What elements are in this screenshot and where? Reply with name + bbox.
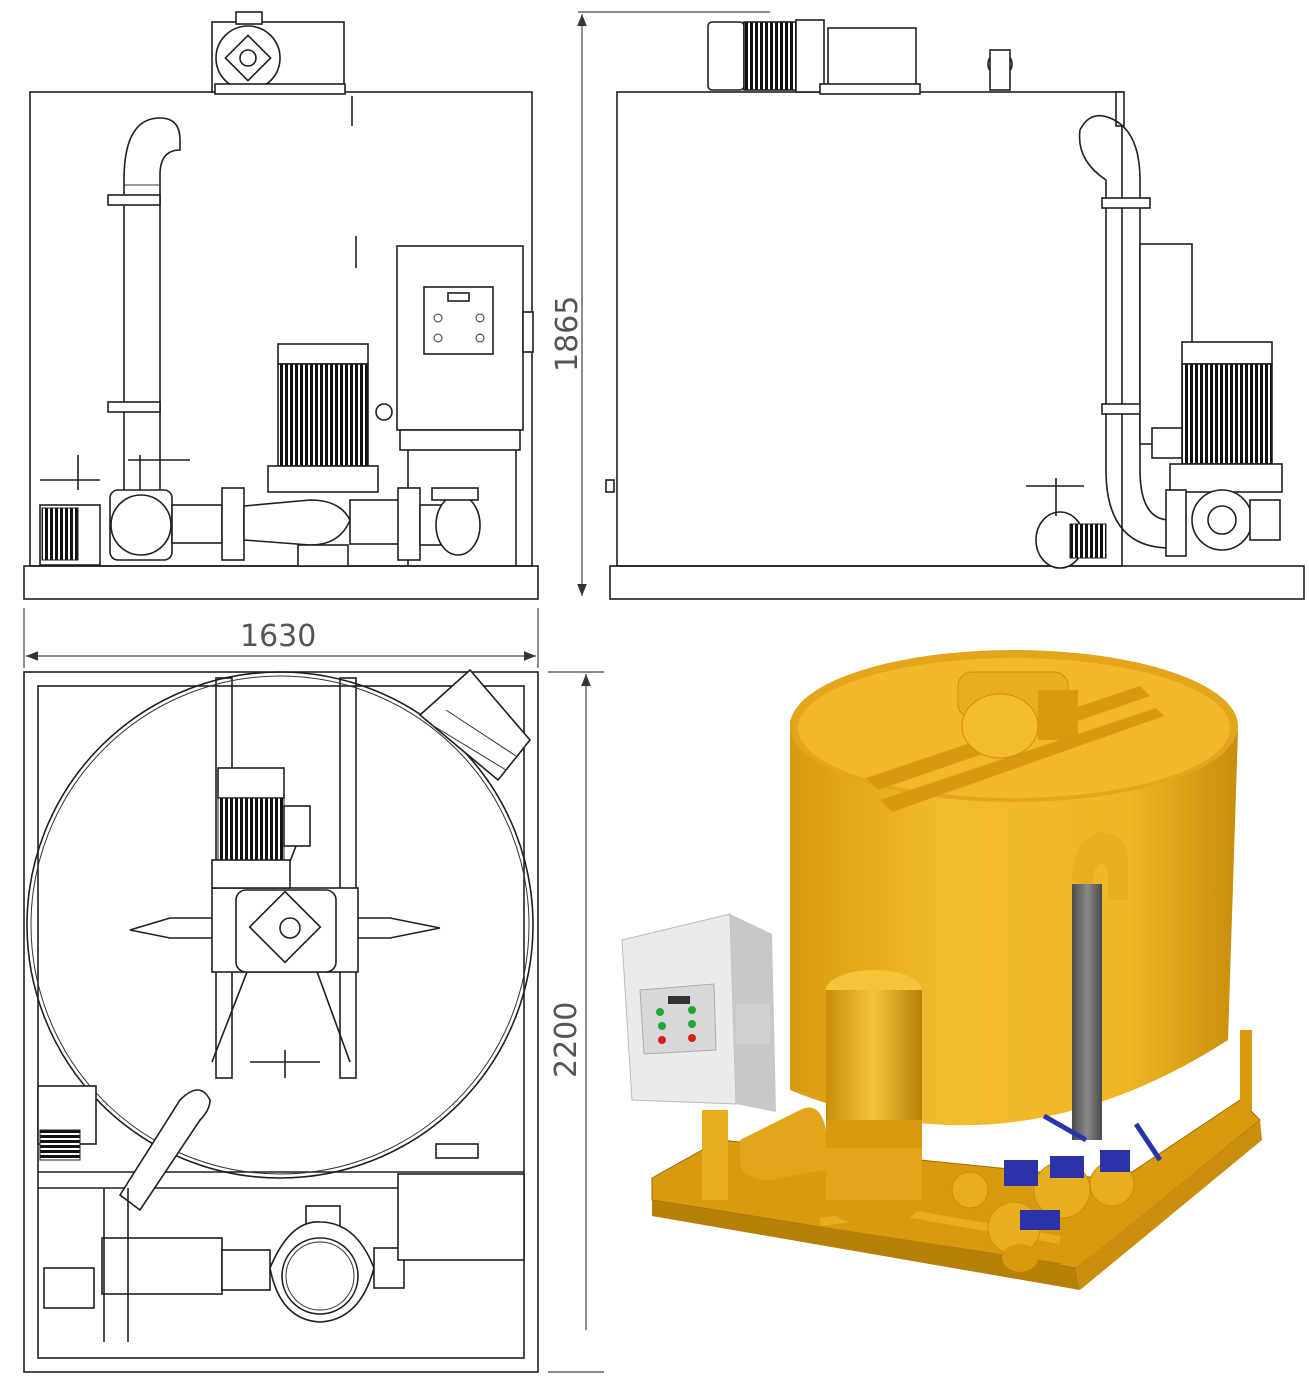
render-suction-pipe xyxy=(740,1107,826,1180)
height-dimension: 1865 xyxy=(550,11,770,596)
side-riser-pipe xyxy=(1078,114,1180,549)
plan-tank-circle xyxy=(26,671,534,1179)
render-riser-pipe xyxy=(1072,832,1128,1140)
render-pump-motor xyxy=(826,970,922,1226)
side-base-frame xyxy=(609,565,1305,600)
plan-pipework xyxy=(37,1085,525,1342)
side-agitator-motor xyxy=(707,19,1013,95)
depth-dimension-label: 2200 xyxy=(549,1002,584,1078)
front-riser-pipe xyxy=(107,117,181,520)
render-control-panel xyxy=(621,913,776,1200)
side-elevation-view xyxy=(605,19,1305,600)
front-agitator-gearbox xyxy=(211,11,346,95)
front-elevation-view xyxy=(23,11,539,600)
front-control-panel xyxy=(396,245,534,566)
isometric-render-view xyxy=(621,650,1262,1290)
plan-inlet-chute xyxy=(418,668,532,782)
top-plan-view xyxy=(23,668,539,1373)
side-inlet-flange xyxy=(1026,478,1107,569)
front-pump-motor xyxy=(267,343,393,493)
height-dimension-label: 1865 xyxy=(550,296,585,372)
plan-beam-right xyxy=(339,677,357,1079)
plan-riser-pipe xyxy=(118,1089,211,1212)
front-pipework xyxy=(39,455,481,567)
width-dimension-label: 1630 xyxy=(240,619,316,654)
width-dimension: 1630 xyxy=(23,608,539,668)
render-agitator-motor xyxy=(957,671,1078,759)
plan-agitator-blades xyxy=(129,917,441,939)
front-base-frame xyxy=(23,565,539,600)
side-tank-outline xyxy=(616,91,1123,567)
plan-gearbox xyxy=(211,887,359,973)
plan-pump-volute xyxy=(269,1205,375,1323)
plan-motor xyxy=(211,767,311,889)
side-pump-motor xyxy=(1151,341,1283,557)
depth-dimension: 2200 xyxy=(548,671,604,1373)
render-discharge-valves xyxy=(951,1113,1163,1272)
